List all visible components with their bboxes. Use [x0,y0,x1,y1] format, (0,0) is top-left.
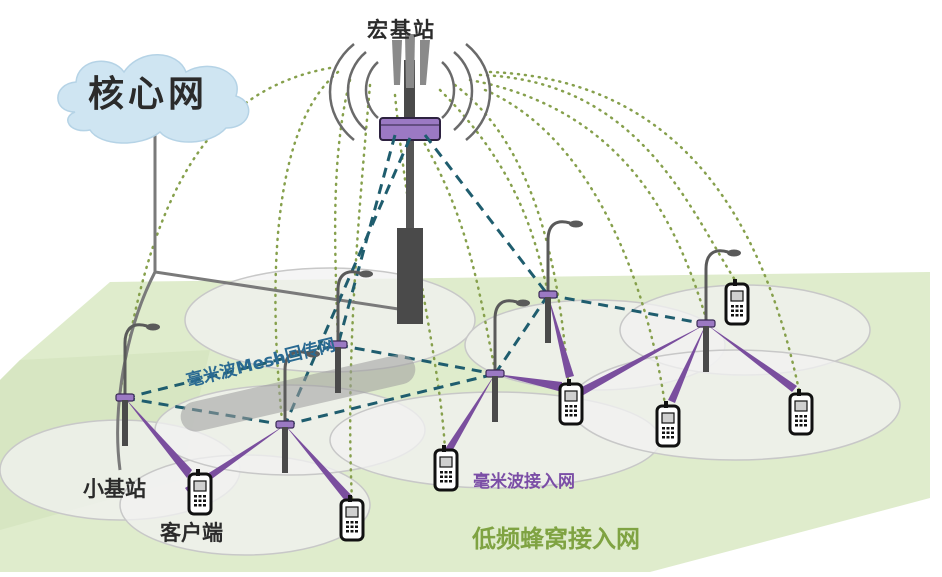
macro-tower-icon [328,34,492,324]
mmwave-access-label: 毫米波接入网 [473,472,575,492]
macro-bs-label: 宏基站 [367,17,436,42]
macro-coverage-links [118,66,802,502]
cloud-icon [57,54,250,144]
small-bs-label: 小基站 [83,476,146,501]
client-label: 客户端 [160,520,223,545]
mesh-label-band [180,354,416,432]
core-wiring [116,130,406,471]
lowfreq-access-label: 低频蜂窝接入网 [472,525,640,553]
core-network-label: 核心网 [88,73,209,115]
